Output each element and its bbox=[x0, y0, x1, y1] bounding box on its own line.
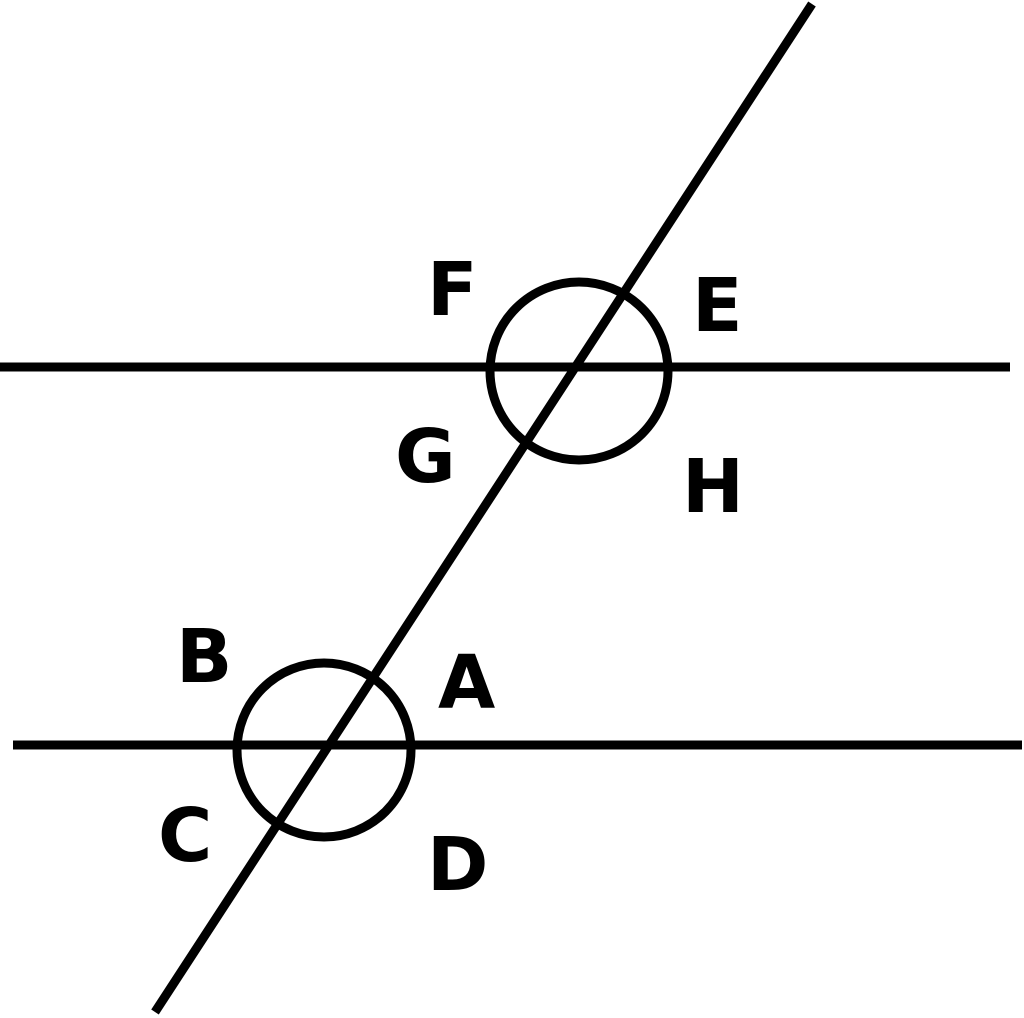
angle-label-h: H bbox=[682, 444, 744, 530]
angle-label-e: E bbox=[692, 263, 743, 349]
angle-label-g: G bbox=[395, 414, 456, 500]
lower-intersection-circle bbox=[232, 658, 416, 842]
angle-label-a: A bbox=[438, 640, 495, 726]
angle-label-f: F bbox=[427, 247, 478, 333]
angle-label-b: B bbox=[176, 614, 232, 700]
transversal-line bbox=[151, 1, 816, 1015]
upper-intersection-circle bbox=[485, 277, 673, 465]
angle-label-c: C bbox=[158, 793, 212, 879]
angle-label-d: D bbox=[427, 822, 488, 908]
